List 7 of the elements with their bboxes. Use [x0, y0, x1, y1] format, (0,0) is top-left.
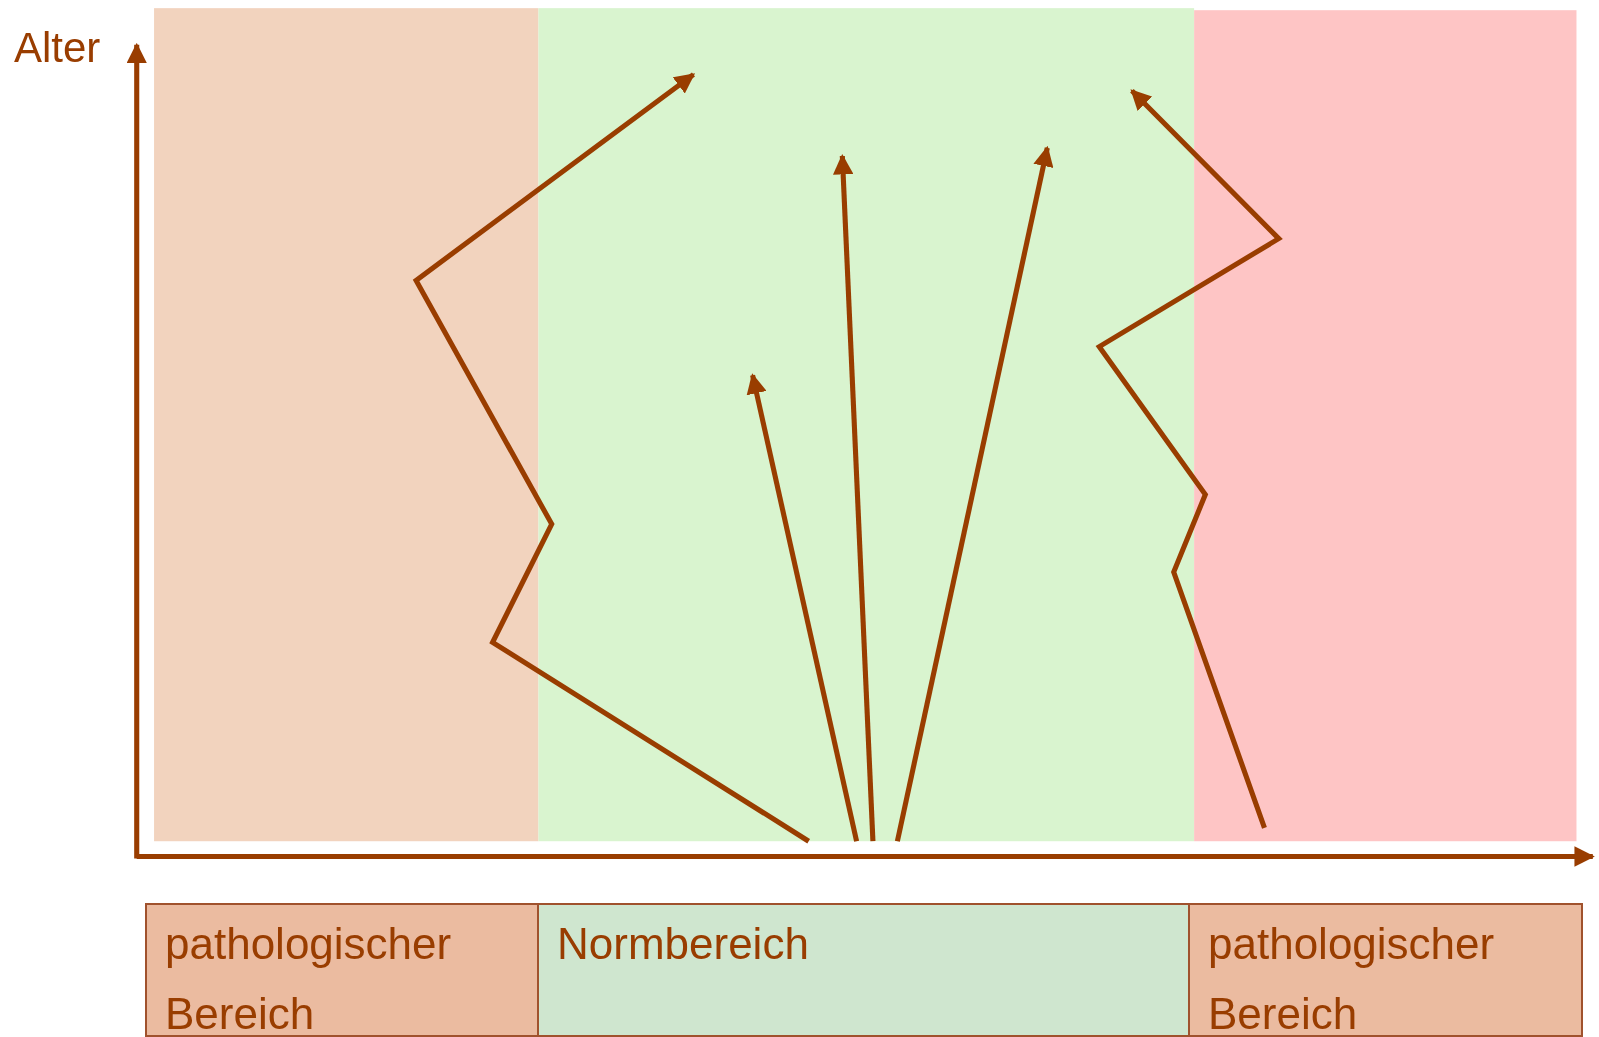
range-box	[537, 903, 1190, 1037]
range-box	[1188, 903, 1583, 1037]
range-box	[145, 903, 539, 1037]
range-label: pathologischer Bereich	[165, 918, 453, 1037]
range-label: pathologischer Bereich	[1208, 918, 1496, 1037]
axis-label: Alter	[14, 24, 101, 72]
range-label: Normbereich	[557, 918, 810, 970]
